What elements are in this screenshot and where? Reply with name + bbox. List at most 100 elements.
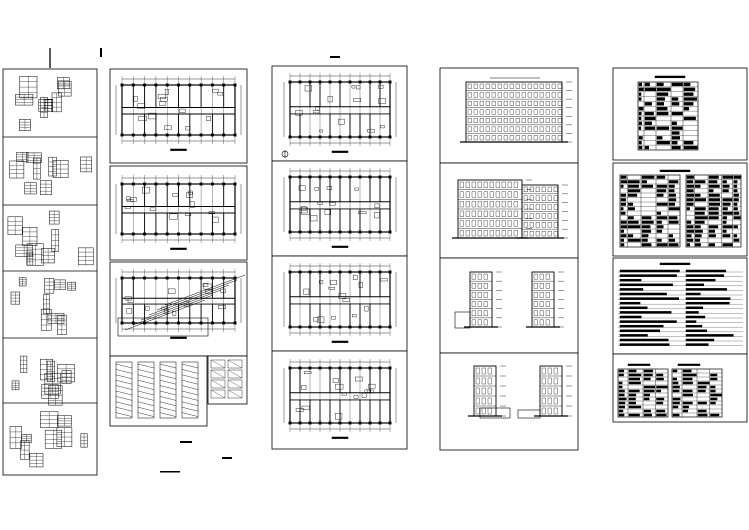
fixture [341, 392, 347, 396]
stair-detail [181, 361, 199, 419]
plan-title-bar [170, 148, 187, 151]
table-text-block [641, 225, 651, 229]
table-text-block [643, 377, 651, 381]
window [545, 319, 550, 326]
table-text-block [627, 180, 640, 184]
fixture [298, 185, 306, 191]
notes-text [619, 301, 641, 305]
structural-column [338, 80, 342, 84]
fixture [189, 201, 195, 208]
stair-tread [137, 363, 155, 369]
table-title [659, 169, 691, 173]
notes-text [619, 324, 664, 328]
table-text-block [695, 180, 706, 184]
fixture [366, 389, 374, 394]
window [495, 220, 500, 227]
structural-column [368, 270, 372, 274]
window [557, 126, 562, 132]
stair-tread [181, 363, 199, 369]
small-detail-diag [210, 379, 226, 389]
structural-column [388, 366, 392, 370]
table-text-block [733, 211, 740, 215]
table-text-block [683, 82, 691, 87]
stair-tread [115, 380, 133, 385]
table-text-block [671, 126, 683, 130]
notes-text [619, 274, 677, 277]
window [533, 310, 538, 317]
table-text-block [695, 238, 701, 242]
window [467, 118, 472, 124]
notes-text [685, 278, 716, 282]
fixture [124, 206, 131, 209]
window [523, 195, 528, 201]
table-text-block [618, 381, 623, 385]
table-text-block [708, 211, 719, 215]
fixture [364, 305, 369, 312]
floor-plans [281, 73, 397, 439]
window [497, 135, 502, 141]
table-text-block [656, 220, 662, 224]
structural-column [298, 175, 302, 179]
window [541, 397, 546, 405]
structural-column [120, 232, 124, 236]
notes-text [685, 269, 727, 273]
table-text-block [644, 111, 654, 116]
window [547, 387, 552, 395]
structural-column [298, 230, 302, 234]
window [521, 83, 526, 89]
structural-column [318, 80, 322, 84]
table-text-block [656, 107, 668, 111]
table-text-block [682, 393, 694, 397]
window [533, 92, 538, 98]
window [547, 230, 552, 237]
table-text-block [733, 225, 738, 229]
window [477, 273, 482, 280]
table-text-block [641, 229, 652, 233]
table-text-block [620, 207, 624, 211]
window [533, 109, 538, 115]
window [489, 191, 494, 198]
table-text-block [686, 198, 694, 202]
window [459, 230, 464, 237]
table-text-block [638, 121, 642, 125]
window [547, 377, 552, 385]
notes-sheet-frame [612, 257, 748, 355]
structural-column [388, 80, 392, 84]
window [527, 100, 532, 106]
table-text-block [628, 377, 641, 381]
table-text-block [643, 389, 655, 393]
window [501, 181, 506, 188]
structural-column [143, 182, 147, 186]
table-text-block [733, 184, 738, 188]
window [495, 181, 500, 188]
fixture [354, 187, 359, 191]
table-text-block [668, 220, 679, 224]
window [473, 92, 478, 98]
table-text-block [638, 141, 642, 145]
notes-text [685, 292, 701, 296]
window [545, 273, 550, 280]
window [477, 230, 482, 237]
window [473, 135, 478, 141]
table-text-block [628, 381, 641, 385]
structural-column [233, 321, 237, 325]
table-text-block [722, 211, 733, 215]
window [521, 92, 526, 98]
plan-title-bar [170, 336, 187, 339]
table-title [677, 363, 701, 366]
elevations [452, 77, 572, 419]
window [547, 204, 552, 210]
table-text-block [656, 175, 666, 179]
notes-title [659, 262, 691, 266]
table-text-block [620, 220, 627, 224]
window [491, 109, 496, 115]
window [527, 118, 532, 124]
structural-column [188, 133, 192, 137]
table-text-block [683, 92, 694, 96]
table-text-block [722, 225, 733, 229]
table-text-block [672, 397, 681, 401]
structural-column [210, 83, 214, 87]
fixture [328, 286, 335, 290]
fixture [126, 308, 133, 314]
structural-column [358, 366, 362, 370]
